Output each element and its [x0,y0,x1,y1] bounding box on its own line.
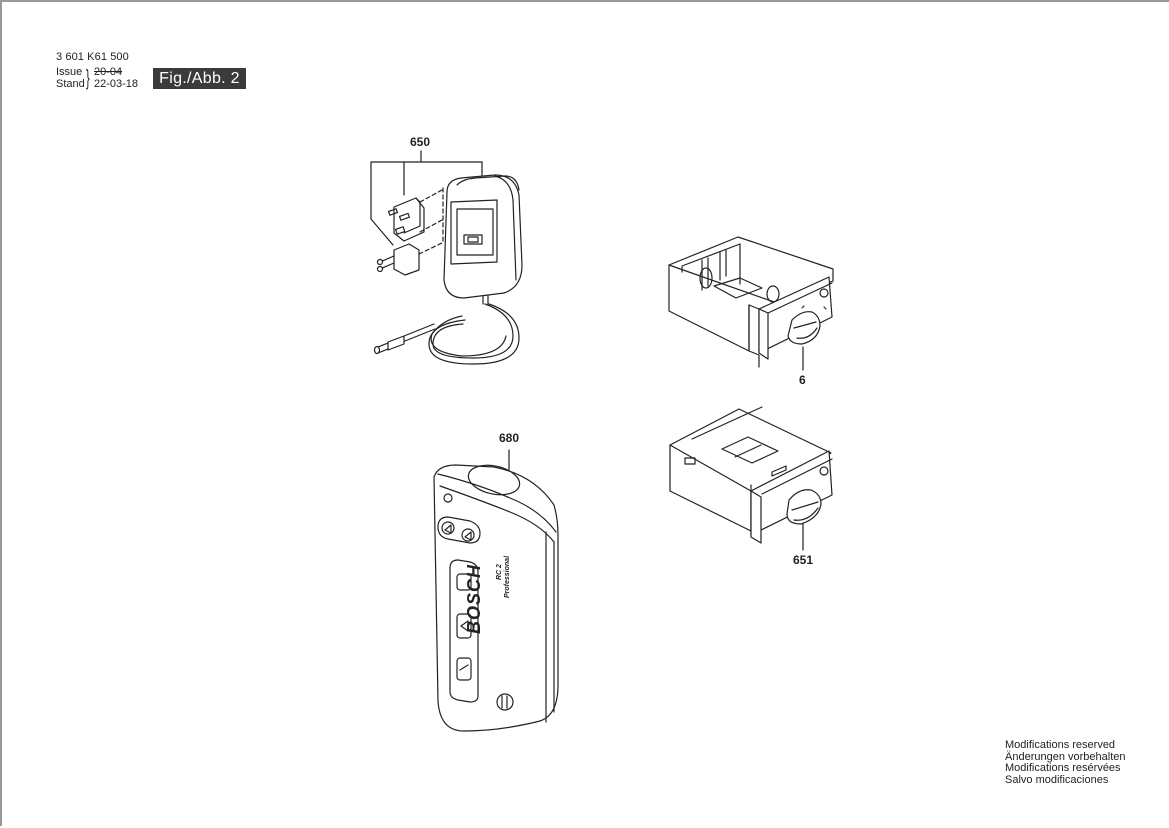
remote-model-label: RC 2 [496,564,503,580]
stand-value: 22-03-18 [94,78,139,90]
figure-badge: Fig./Abb. 2 [153,68,246,89]
callout-680: 680 [499,431,520,445]
battery-compartment-6-illustration [668,236,834,371]
callout-651: 651 [793,553,814,567]
part-number: 3 601 K61 500 [56,51,129,63]
modifications-notice: Modifications reserved Änderungen vorbeh… [1005,739,1126,786]
remote-line-label: Professional [504,555,511,598]
remote-brand-label: BOSCH [464,563,484,634]
notice-es: Salvo modificaciones [1005,773,1109,786]
charger-650-illustration [370,150,523,365]
notice-en: Modifications reserved [1005,739,1116,751]
issue-label: Issue [56,66,83,78]
callout-650: 650 [410,135,431,149]
notice-de: Änderungen vorbehalten [1005,750,1126,763]
notice-fr: Modifications resérvées [1005,762,1121,774]
stand-label: Stand [56,78,85,90]
battery-compartment-651-illustration [669,406,833,551]
issue-value: 20-04 [94,66,123,78]
brace-glyph: } [86,65,90,90]
callout-6: 6 [799,373,806,387]
remote-control-680-illustration [433,449,559,732]
